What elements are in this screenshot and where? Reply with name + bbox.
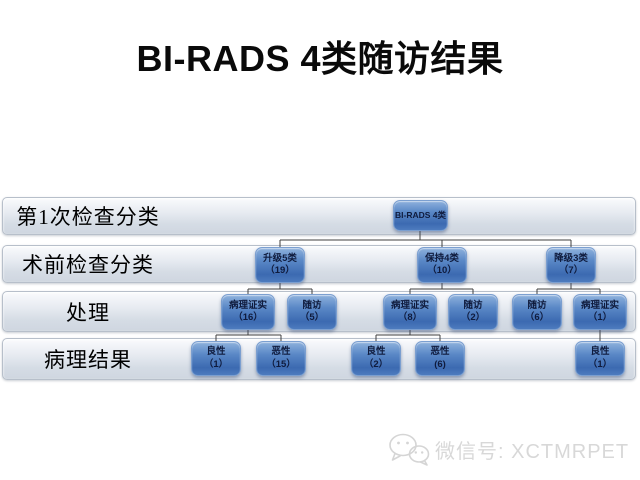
row-label-preop-exam: 术前检查分类 bbox=[22, 253, 154, 277]
row-band-preop-exam: 术前检查分类 bbox=[2, 245, 636, 283]
node-label: 良性 bbox=[206, 346, 226, 358]
node-count: （5） bbox=[299, 312, 325, 323]
node-count: （1） bbox=[587, 312, 613, 323]
node-count: （6） bbox=[524, 312, 550, 323]
tree-node-path-confirm-8: 病理证实 （8） bbox=[383, 294, 437, 330]
node-label: 升级5类 bbox=[263, 252, 297, 264]
node-count: （1） bbox=[203, 358, 229, 370]
tree-node-root: BI-RADS 4类 bbox=[393, 200, 448, 231]
node-label: 随访 bbox=[527, 299, 547, 311]
tree-node-benign-1a: 良性 （1） bbox=[191, 341, 241, 376]
tree-node-path-confirm-1: 病理证实 （1） bbox=[573, 294, 627, 330]
tree-node-followup-5: 随访 （5） bbox=[287, 294, 337, 330]
tree-node-upgrade-5: 升级5类 （19） bbox=[255, 247, 305, 283]
tree-node-malignant-15: 恶性 （15） bbox=[256, 341, 306, 376]
node-label: 保持4类 bbox=[425, 252, 459, 264]
node-label: 良性 bbox=[590, 346, 610, 358]
node-count: （15） bbox=[266, 358, 296, 370]
watermark-text: 微信号: XCTMRPET bbox=[435, 440, 630, 463]
wechat-icon bbox=[389, 433, 430, 466]
node-label: 病理证实 bbox=[390, 299, 429, 311]
node-count: （16） bbox=[233, 312, 263, 323]
node-label: 良性 bbox=[366, 346, 386, 358]
node-count: （2） bbox=[363, 358, 389, 370]
row-label-pathology: 病理结果 bbox=[44, 348, 132, 372]
row-label-management: 处理 bbox=[66, 300, 110, 325]
row-label-first-exam: 第1次检查分类 bbox=[16, 205, 160, 229]
tree-node-followup-6: 随访 （6） bbox=[512, 294, 562, 330]
node-label: 降级3类 bbox=[554, 252, 588, 264]
node-label: 随访 bbox=[463, 299, 483, 311]
node-count: （8） bbox=[397, 312, 423, 323]
node-label: 恶性 bbox=[271, 346, 291, 358]
row-band-pathology: 病理结果 bbox=[2, 338, 636, 380]
node-label: 病理证实 bbox=[228, 299, 267, 311]
node-count: （7） bbox=[558, 265, 584, 276]
tree-node-followup-2: 随访 （2） bbox=[448, 294, 498, 330]
node-label: 病理证实 bbox=[580, 299, 619, 311]
page-title: BI-RADS 4类随访结果 bbox=[136, 38, 504, 79]
watermark: 微信号: XCTMRPET bbox=[388, 431, 629, 467]
tree-node-benign-1b: 良性 （1） bbox=[575, 341, 625, 376]
node-label: BI-RADS 4类 bbox=[394, 209, 446, 220]
row-band-first-exam: 第1次检查分类 bbox=[2, 197, 636, 235]
node-label: 随访 bbox=[302, 299, 322, 311]
node-label: 恶性 bbox=[430, 346, 450, 358]
node-count: （10） bbox=[427, 265, 457, 276]
tree-node-keep-4: 保持4类 （10） bbox=[417, 247, 467, 283]
node-count: （19） bbox=[265, 265, 295, 276]
tree-node-downgrade-3: 降级3类 （7） bbox=[546, 247, 596, 283]
tree-node-malignant-6: 恶性 (6) bbox=[415, 341, 465, 376]
node-count: (6) bbox=[434, 358, 446, 370]
tree-node-benign-2: 良性 （2） bbox=[351, 341, 401, 376]
node-count: （1） bbox=[587, 358, 613, 370]
node-count: （2） bbox=[460, 312, 486, 323]
tree-node-path-confirm-16: 病理证实 （16） bbox=[221, 294, 275, 330]
